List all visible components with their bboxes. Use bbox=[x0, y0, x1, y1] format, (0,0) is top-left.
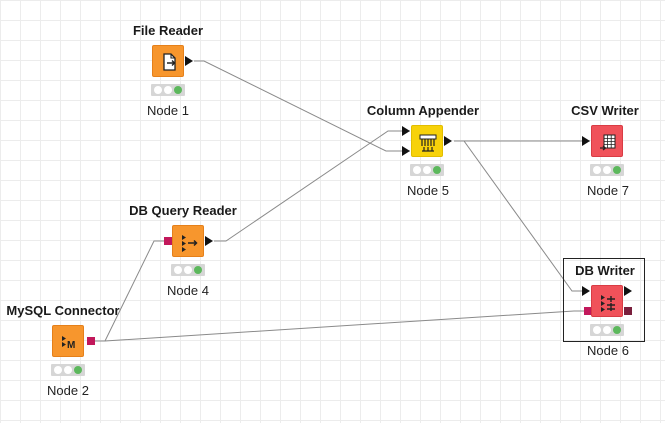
node-body[interactable] bbox=[411, 125, 443, 157]
csv-writer-icon bbox=[600, 134, 616, 151]
node-body[interactable] bbox=[152, 45, 184, 77]
node-label: Node 7 bbox=[587, 183, 629, 198]
node-title: Column Appender bbox=[366, 103, 480, 118]
node-title: File Reader bbox=[132, 23, 204, 38]
input-port[interactable] bbox=[582, 286, 590, 296]
db-writer-icon bbox=[601, 295, 615, 312]
output-port[interactable] bbox=[444, 136, 452, 146]
node-title: CSV Writer bbox=[571, 103, 639, 118]
node-body[interactable] bbox=[591, 125, 623, 157]
input-port-2[interactable] bbox=[402, 146, 410, 156]
db-query-icon bbox=[182, 235, 198, 252]
node-mysql-connector[interactable]: MySQL Connector M Node 2 bbox=[3, 303, 123, 413]
db-input-port[interactable] bbox=[164, 237, 172, 245]
status-traffic-light bbox=[590, 164, 624, 176]
node-file-reader[interactable]: File Reader Node 1 bbox=[108, 23, 228, 133]
node-db-writer[interactable]: DB Writer Node 6 bbox=[545, 263, 665, 373]
node-csv-writer[interactable]: CSV Writer Node 7 bbox=[545, 103, 665, 213]
file-reader-icon bbox=[163, 53, 176, 71]
status-traffic-light bbox=[590, 324, 624, 336]
status-traffic-light bbox=[410, 164, 444, 176]
output-port[interactable] bbox=[205, 236, 213, 246]
mysql-icon: M bbox=[62, 336, 75, 351]
db-output-port[interactable] bbox=[624, 307, 632, 315]
output-port[interactable] bbox=[624, 286, 632, 296]
status-traffic-light bbox=[171, 264, 205, 276]
node-body[interactable] bbox=[172, 225, 204, 257]
node-body[interactable]: M bbox=[52, 325, 84, 357]
node-label: Node 5 bbox=[407, 183, 449, 198]
status-traffic-light bbox=[151, 84, 185, 96]
input-port[interactable] bbox=[582, 136, 590, 146]
node-db-query-reader[interactable]: DB Query Reader Node 4 bbox=[123, 203, 243, 313]
node-title: DB Query Reader bbox=[129, 203, 237, 218]
node-title: DB Writer bbox=[575, 263, 635, 278]
column-appender-icon bbox=[419, 134, 437, 152]
db-input-port[interactable] bbox=[584, 307, 592, 315]
node-label: Node 4 bbox=[167, 283, 209, 298]
node-label: Node 6 bbox=[587, 343, 629, 358]
node-body[interactable] bbox=[591, 285, 623, 317]
node-title: MySQL Connector bbox=[6, 303, 120, 318]
db-output-port[interactable] bbox=[87, 337, 95, 345]
input-port-1[interactable] bbox=[402, 126, 410, 136]
node-selection-frame bbox=[563, 258, 645, 342]
node-label: Node 1 bbox=[147, 103, 189, 118]
svg-text:M: M bbox=[67, 340, 75, 351]
node-column-appender[interactable]: Column Appender Node 5 bbox=[363, 103, 483, 213]
status-traffic-light bbox=[51, 364, 85, 376]
output-port[interactable] bbox=[185, 56, 193, 66]
connection-mysql-to-db-writer bbox=[95, 310, 584, 342]
node-label: Node 2 bbox=[47, 383, 89, 398]
